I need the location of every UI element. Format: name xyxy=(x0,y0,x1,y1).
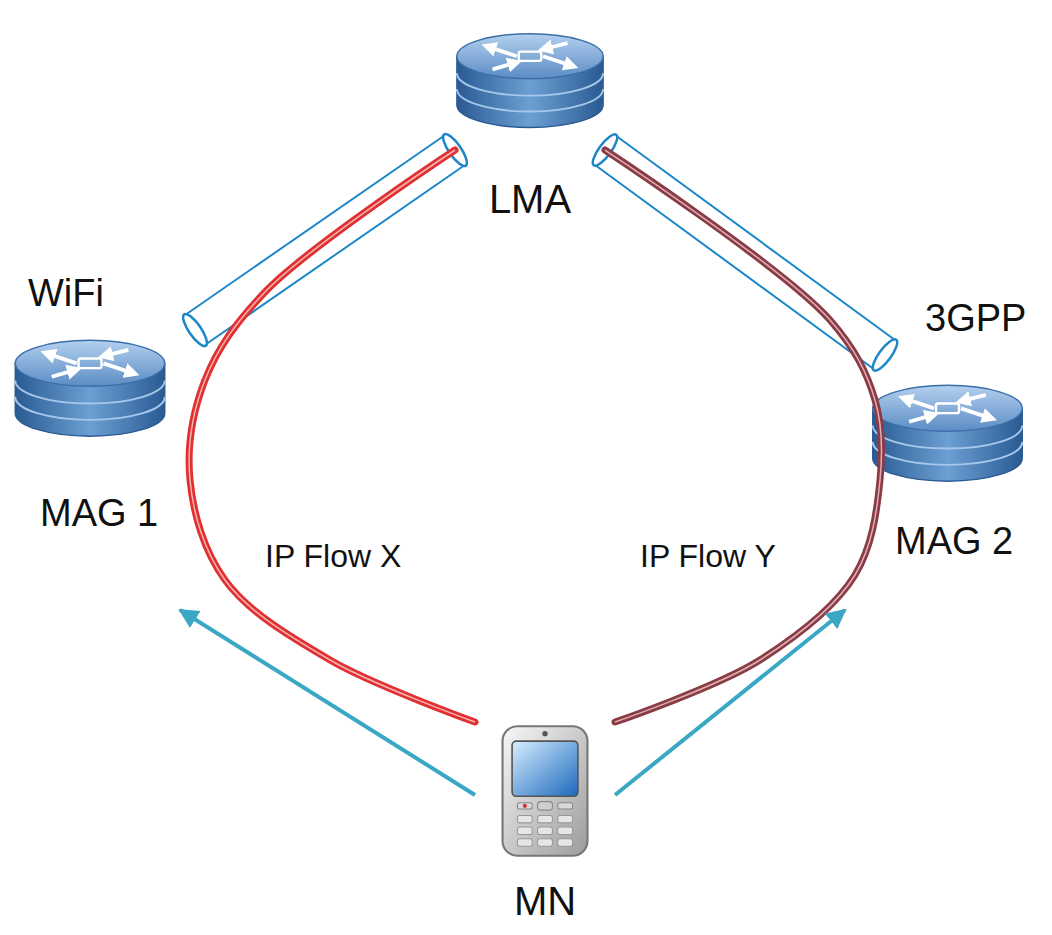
node-label: MAG 2 xyxy=(895,520,1013,564)
mag-router: WiFiMAG 1 xyxy=(10,330,200,610)
arrow-line xyxy=(615,610,845,795)
router-icon xyxy=(457,34,603,128)
ip-flow xyxy=(189,150,475,722)
mobile-node: MN xyxy=(475,720,615,860)
router-icon xyxy=(873,385,1023,481)
lma-router: LMA xyxy=(455,10,605,150)
attach-arrow xyxy=(180,610,475,795)
tunnel-end xyxy=(179,311,210,349)
mag-router: 3GPPMAG 2 xyxy=(840,355,1045,610)
flow-line-inner xyxy=(189,150,475,722)
node-label: MN xyxy=(514,878,576,924)
access-type-label: WiFi xyxy=(28,272,104,316)
node-label: LMA xyxy=(489,176,571,222)
flow-label: IP Flow X xyxy=(265,538,401,575)
arrow-line xyxy=(180,610,475,795)
phone-icon xyxy=(503,726,588,856)
router-icon xyxy=(15,340,165,436)
flow-label: IP Flow Y xyxy=(640,538,776,575)
ip-flow xyxy=(605,150,882,722)
tunnel-end xyxy=(869,336,901,374)
node-label: MAG 1 xyxy=(40,492,158,536)
flow-line-inner xyxy=(605,150,882,722)
flow-line xyxy=(605,150,882,722)
flow-line xyxy=(189,150,475,722)
attach-arrow xyxy=(615,610,845,795)
access-type-label: 3GPP xyxy=(925,297,1026,341)
